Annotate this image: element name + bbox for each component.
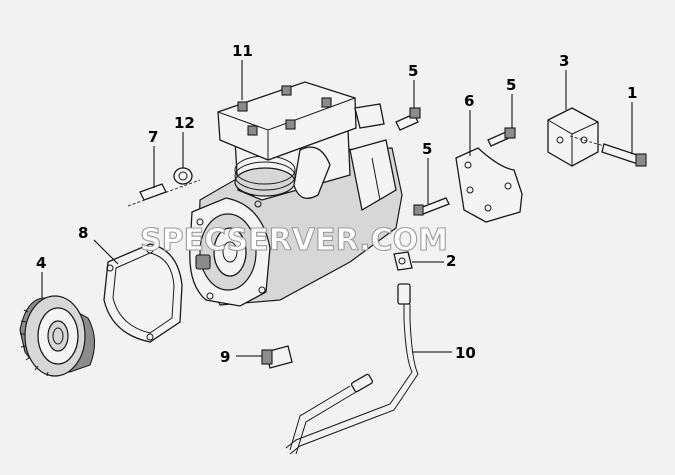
part-7-stud — [127, 179, 201, 207]
callout-6: 6 — [464, 92, 474, 110]
leader-lines — [41, 60, 633, 357]
part-5-bolt-top — [395, 107, 421, 131]
part-1-long-bolt — [569, 135, 647, 167]
callout-1: 1 — [627, 84, 637, 102]
callout-3: 3 — [559, 52, 569, 70]
part-3-block — [547, 107, 599, 167]
callout-7: 7 — [148, 128, 158, 146]
callout-4: 4 — [36, 254, 46, 272]
callout-5-lower: 5 — [422, 140, 432, 158]
callout-11: 11 — [232, 42, 253, 60]
callout-10: 10 — [455, 344, 476, 362]
part-9-plug — [261, 345, 293, 369]
callout-2: 2 — [446, 252, 456, 270]
callout-5-right: 5 — [506, 76, 516, 94]
part-2-elbow-fitting — [393, 251, 413, 271]
callout-9: 9 — [220, 348, 230, 366]
part-8-gasket — [103, 243, 183, 343]
callout-12: 12 — [174, 114, 195, 132]
callout-8: 8 — [78, 224, 88, 242]
part-12-nut — [173, 167, 193, 185]
callout-5-top: 5 — [408, 62, 418, 80]
part-11-compressor — [189, 81, 403, 307]
part-10-line — [285, 283, 419, 455]
part-5-bolt-right — [487, 127, 516, 147]
part-5-bolt-left — [413, 197, 450, 216]
part-6-bracket — [455, 147, 523, 223]
watermark-text: SPECSERVER.COM — [140, 223, 448, 258]
part-4-gear — [19, 295, 96, 377]
